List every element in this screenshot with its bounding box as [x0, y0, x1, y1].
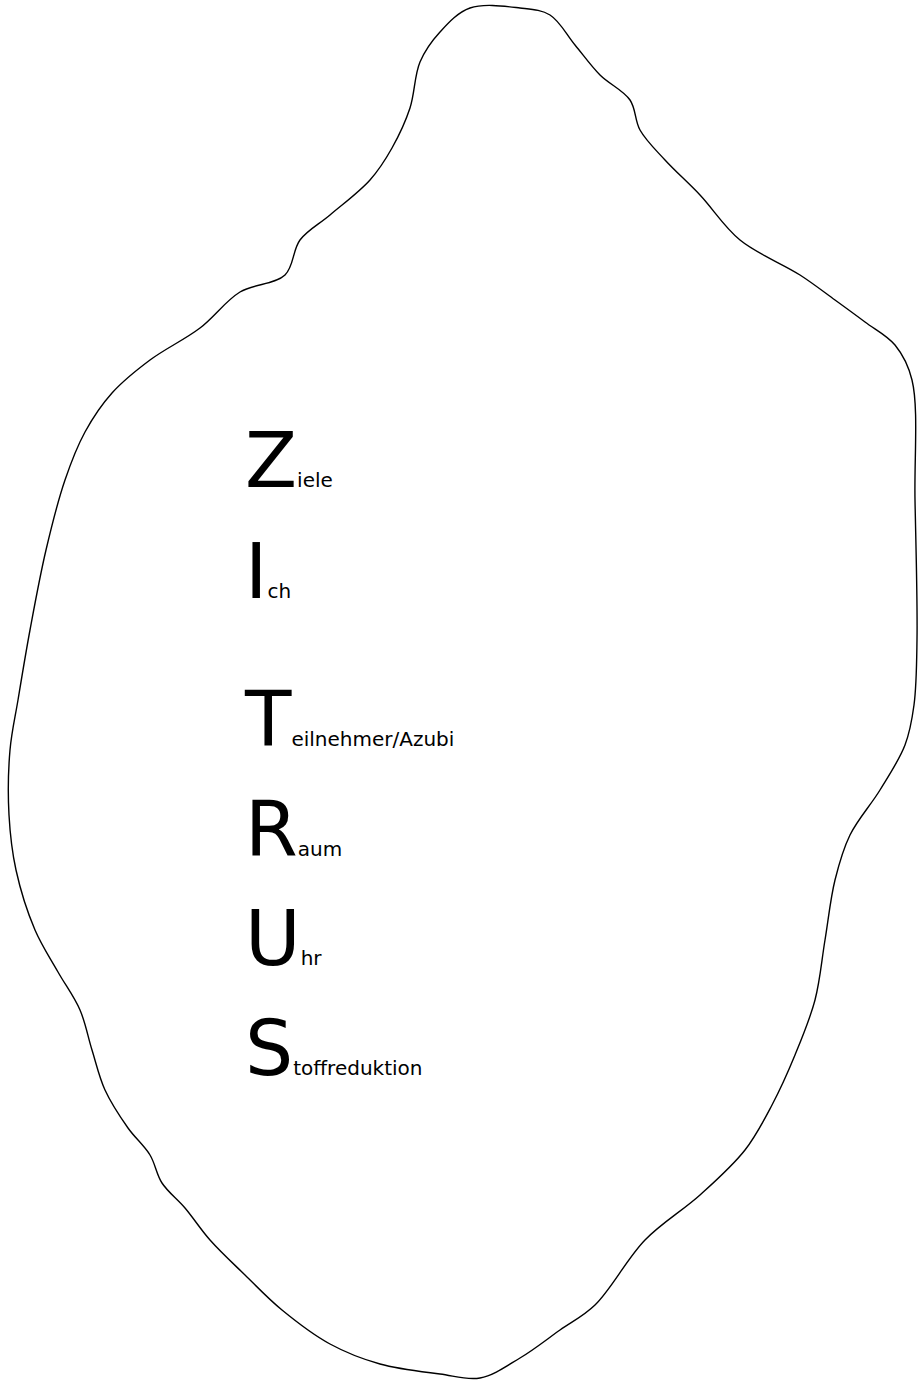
acronym-line: Ich: [245, 530, 291, 633]
acronym-line: Stoffreduktion: [245, 1007, 422, 1110]
acronym-line: Ziele: [245, 419, 333, 522]
acronym-line: Uhr: [245, 897, 322, 1000]
acronym-line: Teilnehmer/Azubi: [245, 678, 454, 781]
acronym-line: Raum: [245, 788, 342, 891]
lemon-path: [8, 5, 917, 1378]
